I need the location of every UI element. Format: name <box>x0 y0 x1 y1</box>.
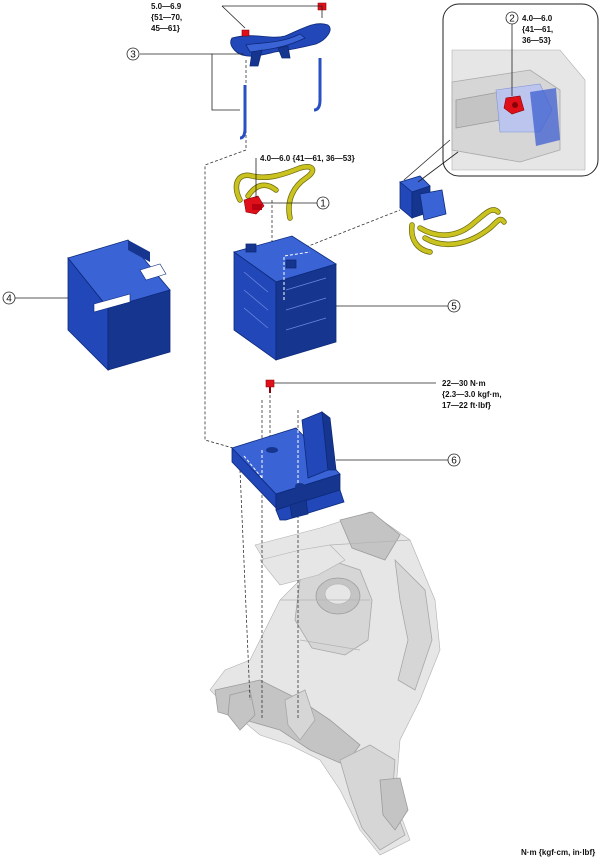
callout-5 <box>447 299 461 313</box>
callout-3-label: 3 <box>130 50 136 61</box>
battery-tray <box>231 411 345 521</box>
callout-4-label: 4 <box>6 294 12 305</box>
battery-cover <box>67 239 171 371</box>
torque-spec-negative-terminal: 4.0—6.0 {41—61, 36—53} <box>260 154 355 163</box>
torque-spec-strap-nut: 5.0—6.9 {51—70, 45—61} <box>151 2 184 33</box>
torque-spec-tray-bolt: 22—30 N·m {2.3—3.0 kgf·m, 17—22 ft·lbf} <box>442 379 504 410</box>
callout-6 <box>447 453 461 467</box>
callout-1 <box>316 196 330 210</box>
callout-1-label: 1 <box>320 199 326 210</box>
units-legend: N·m {kgf·cm, in·lbf} <box>521 848 595 857</box>
callout-4 <box>2 291 16 305</box>
positive-terminal-detail-inset <box>442 3 599 177</box>
callout-2-label: 2 <box>509 14 515 25</box>
callout-3 <box>126 47 140 61</box>
callout-6-label: 6 <box>451 456 457 467</box>
torque-spec-positive-terminal: 4.0—6.0 {41—61, 36—53} <box>522 14 555 45</box>
callout-5-label: 5 <box>451 302 457 313</box>
positive-battery-cable <box>399 175 507 255</box>
callout-2 <box>505 11 519 25</box>
negative-battery-cable <box>233 164 316 221</box>
tray-bolt <box>265 379 275 393</box>
battery <box>233 235 337 361</box>
vehicle-body-structure <box>209 511 441 856</box>
